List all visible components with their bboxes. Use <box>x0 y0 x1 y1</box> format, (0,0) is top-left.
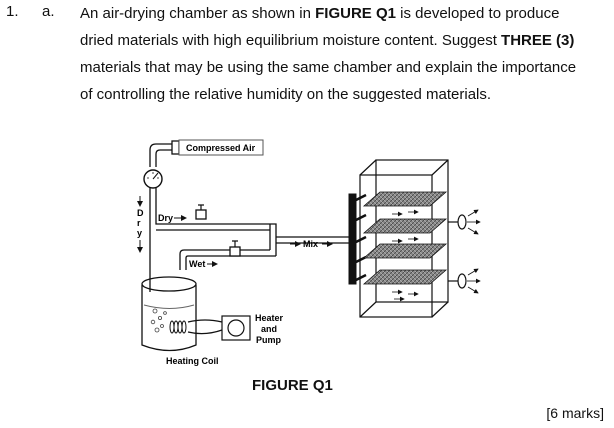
wet-label: Wet <box>189 259 205 269</box>
heater-label-line-1: Heater <box>255 313 284 323</box>
question-line-2: dried materials with high equilibrium mo… <box>80 32 575 49</box>
question-line-3: materials that may be using the same cha… <box>80 59 577 76</box>
figure-caption: FIGURE Q1 <box>252 377 333 394</box>
svg-text:y: y <box>137 228 142 238</box>
mix-label: Mix <box>303 239 318 249</box>
heater-pump-unit <box>187 315 251 341</box>
dry-line <box>155 204 270 231</box>
dry-vertical-label: D r y <box>137 196 144 253</box>
question-line-1: An air-drying chamber as shown in FIGURE… <box>80 5 560 22</box>
compressed-air-label: Compressed Air <box>186 143 256 153</box>
svg-text:r: r <box>137 218 141 228</box>
wet-line <box>179 240 276 270</box>
question-text: An air-drying chamber as shown in FIGURE… <box>80 0 610 108</box>
question-number: 1. <box>6 3 19 20</box>
mix-line <box>265 223 355 256</box>
mesh-shelves <box>362 191 448 285</box>
compressed-air-line <box>149 139 264 167</box>
inlet-manifold <box>348 193 367 285</box>
heating-coil-icon <box>169 320 187 334</box>
question-part: a. <box>42 3 55 20</box>
heater-label-line-2: and <box>261 324 277 334</box>
main-vertical-pipe <box>149 188 157 278</box>
drying-chamber <box>359 159 449 318</box>
bubbles-icon <box>150 308 167 333</box>
water-vessel <box>141 276 197 352</box>
svg-text:D: D <box>137 208 144 218</box>
pressure-gauge-icon <box>143 169 163 189</box>
question-line-4: of controlling the relative humidity on … <box>80 86 492 103</box>
heater-label-line-3: Pump <box>256 335 282 345</box>
exhaust-fan-lower-icon <box>448 268 481 294</box>
exhaust-fan-upper-icon <box>448 209 481 235</box>
heating-coil-label: Heating Coil <box>166 356 219 366</box>
dry-label: Dry <box>158 213 173 223</box>
airflow-arrows <box>392 209 419 302</box>
marks-label: [6 marks] <box>546 405 604 421</box>
